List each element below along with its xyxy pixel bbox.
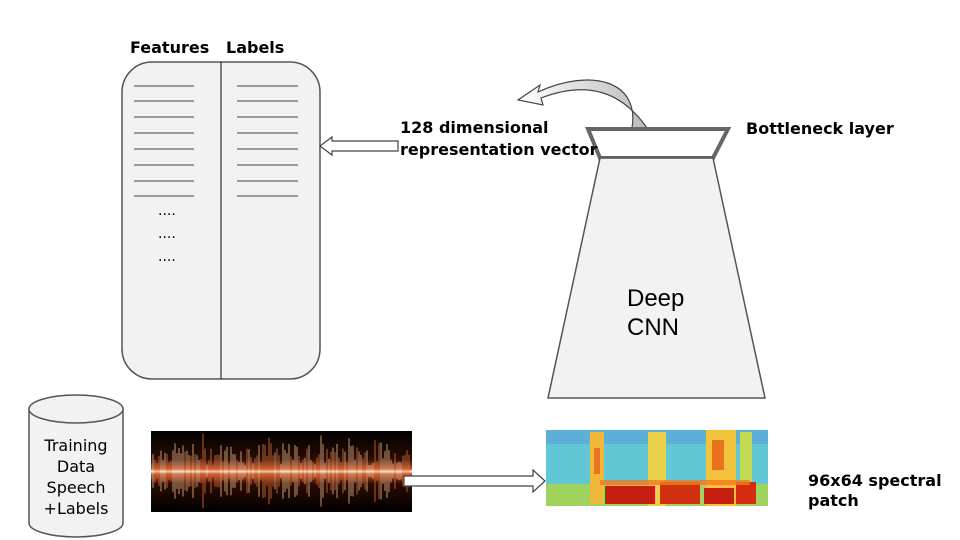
- deep-cnn-body: [547, 157, 766, 399]
- feature-label-table: [121, 61, 321, 380]
- cnn-label-line2: CNN: [627, 314, 679, 341]
- representation-label-line2: representation vector: [400, 140, 598, 159]
- ellipsis-row: ....: [158, 203, 176, 219]
- waveform-to-spectrum-arrow: [403, 468, 546, 494]
- ellipsis-row: ....: [158, 226, 176, 242]
- labels-header: Labels: [226, 38, 285, 57]
- spectral-patch-label-line1: 96x64 spectral: [808, 471, 942, 490]
- curved-feedback-arrow: [516, 79, 649, 129]
- spectral-patch-image: [546, 430, 768, 506]
- cnn-label-line1: Deep: [627, 285, 685, 312]
- vector-to-table-arrow: [319, 135, 399, 157]
- waveform-spikes: [152, 433, 410, 509]
- training-database-cylinder: [28, 394, 124, 538]
- database-label-training: Training: [44, 436, 108, 455]
- feature-column-lines: [134, 85, 194, 197]
- bottleneck-layer-shape: [585, 127, 732, 160]
- spectral-patch-label-line2: patch: [808, 491, 859, 510]
- speech-waveform-image: [151, 431, 412, 512]
- ellipsis-row: ....: [158, 249, 176, 265]
- bottleneck-label: Bottleneck layer: [746, 119, 894, 138]
- label-column-lines: [237, 85, 298, 197]
- database-label-data: Data: [56, 457, 96, 476]
- database-label-speech: Speech: [46, 478, 106, 497]
- features-header: Features: [130, 38, 210, 57]
- database-label-labels: +Labels: [43, 499, 109, 518]
- representation-label-line1: 128 dimensional: [400, 118, 549, 137]
